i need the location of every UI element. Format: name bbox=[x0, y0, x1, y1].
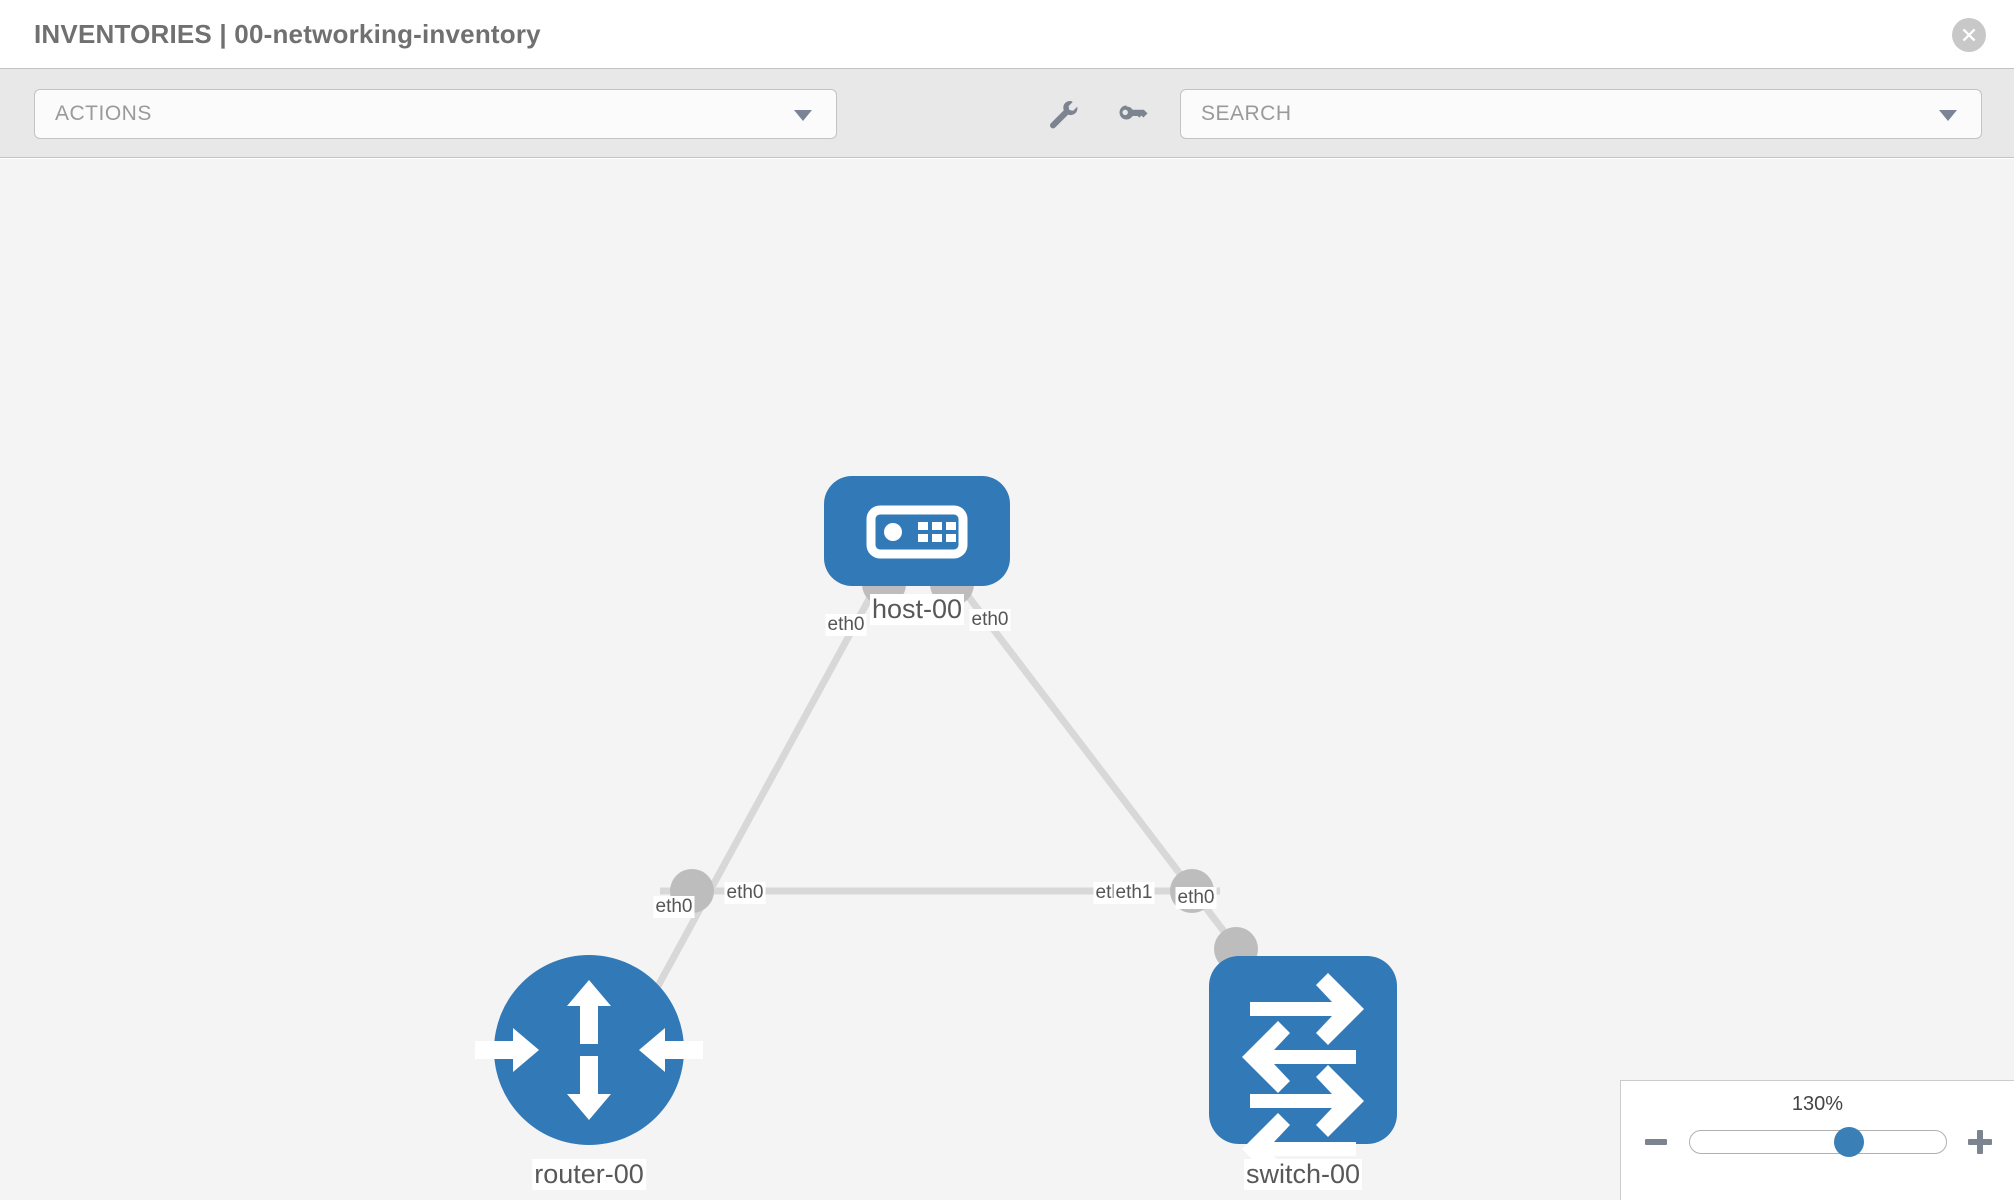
actions-dropdown-label: ACTIONS bbox=[55, 102, 152, 125]
node-switch-00[interactable] bbox=[1209, 956, 1397, 1185]
edge-label-switch00-eth1: eth1 bbox=[1113, 882, 1155, 904]
node-label-switch-00: switch-00 bbox=[1243, 1159, 1363, 1190]
page-header: INVENTORIES | 00-networking-inventory bbox=[0, 0, 2014, 68]
minus-icon[interactable] bbox=[1639, 1125, 1673, 1159]
toolbar: ACTIONS SEARCH bbox=[0, 68, 2014, 158]
zoom-control: 130% bbox=[1620, 1080, 2014, 1200]
page-title: INVENTORIES | 00-networking-inventory bbox=[34, 18, 541, 49]
edge-label-router00-eth0-uplink: eth0 bbox=[653, 896, 695, 918]
chevron-down-icon bbox=[794, 110, 812, 121]
chevron-down-icon[interactable] bbox=[1939, 110, 1957, 121]
topology-canvas[interactable]: host-00 router-00 switch-00 eth0 eth0 et… bbox=[0, 159, 2014, 1200]
zoom-slider-thumb[interactable] bbox=[1833, 1127, 1864, 1157]
node-label-router-00: router-00 bbox=[532, 1159, 646, 1190]
search-placeholder: SEARCH bbox=[1201, 102, 1292, 125]
search-input[interactable]: SEARCH bbox=[1180, 89, 1982, 139]
zoom-slider-track[interactable] bbox=[1689, 1127, 1947, 1157]
server-device-icon bbox=[866, 505, 968, 559]
node-host-00[interactable] bbox=[824, 476, 1010, 586]
key-icon[interactable] bbox=[1113, 97, 1153, 133]
edge-label-host00-eth0-left: eth0 bbox=[825, 614, 867, 636]
edge-label-switch00-eth0-uplink: eth0 bbox=[1175, 887, 1217, 909]
actions-dropdown[interactable]: ACTIONS bbox=[34, 89, 837, 139]
plus-icon[interactable] bbox=[1963, 1125, 1997, 1159]
wrench-icon[interactable] bbox=[1044, 97, 1084, 133]
link-host00-router00 bbox=[636, 577, 884, 1021]
edge-label-router00-eth0: eth0 bbox=[724, 882, 766, 904]
zoom-percent-label: 130% bbox=[1791, 1093, 1844, 1115]
node-router-00[interactable] bbox=[475, 955, 703, 1145]
topology-graph bbox=[475, 476, 1397, 1185]
router-arrows-icon bbox=[475, 980, 703, 1120]
edge-label-host00-eth0-right: eth0 bbox=[969, 609, 1011, 631]
node-label-host-00: host-00 bbox=[869, 594, 965, 625]
topology-links bbox=[636, 576, 1248, 1021]
close-icon[interactable] bbox=[1952, 18, 1986, 52]
